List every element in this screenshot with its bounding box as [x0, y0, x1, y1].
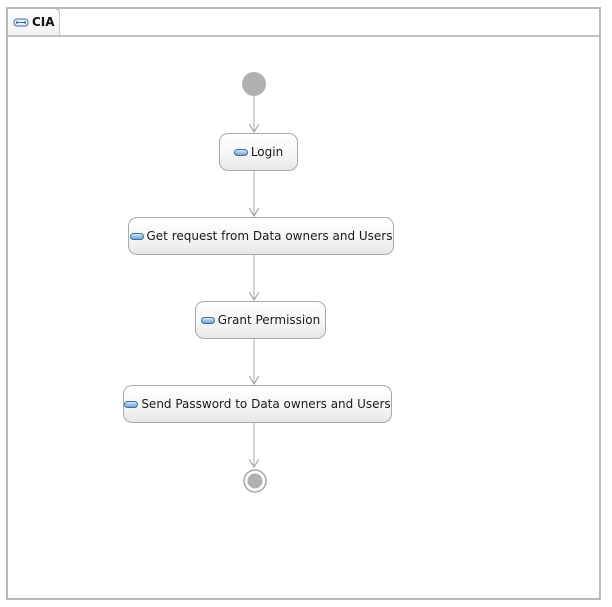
action-label: Grant Permission [217, 313, 321, 327]
activity-diagram-icon [13, 13, 29, 32]
initial-node[interactable] [242, 72, 266, 96]
action-get-request[interactable]: Get request from Data owners and Users [128, 217, 394, 255]
tab-title: CIA [32, 15, 55, 29]
action-icon [200, 316, 215, 324]
action-label: Send Password to Data owners and Users [141, 397, 391, 411]
action-icon [233, 148, 248, 156]
tab-separator [8, 35, 599, 37]
action-icon [129, 232, 144, 240]
action-login[interactable]: Login [219, 133, 298, 171]
action-label: Get request from Data owners and Users [146, 229, 393, 243]
action-grant-permission[interactable]: Grant Permission [195, 301, 326, 339]
action-icon [124, 400, 139, 408]
tab-cia[interactable]: CIA [6, 7, 60, 35]
action-label: Login [250, 145, 284, 159]
action-send-password[interactable]: Send Password to Data owners and Users [123, 385, 392, 423]
final-node[interactable] [243, 469, 267, 493]
